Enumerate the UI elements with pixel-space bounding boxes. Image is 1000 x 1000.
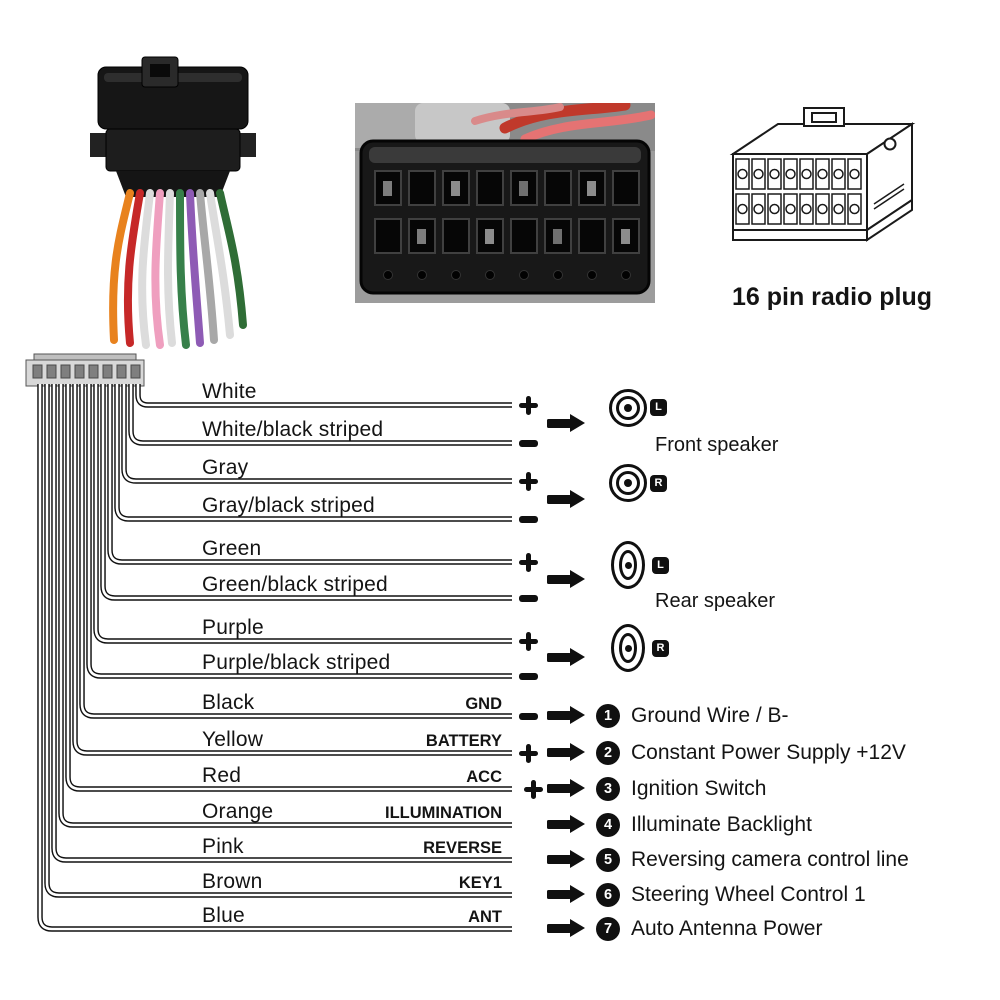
channel-badge: L xyxy=(652,557,669,574)
front-left-speaker-icon xyxy=(609,389,647,427)
function-number-2: 2 xyxy=(596,741,620,765)
wire-label-green: Green xyxy=(202,537,262,560)
wire-label-red: Red xyxy=(202,764,242,787)
channel-badge: L xyxy=(650,399,667,416)
arrow-icon xyxy=(547,849,585,868)
wire-label-gray-black: Gray/black striped xyxy=(202,494,375,517)
wire-tag-acc: ACC xyxy=(466,768,502,786)
wire-label-brown: Brown xyxy=(202,870,263,893)
function-number-4: 4 xyxy=(596,813,620,837)
wire-label-white-black: White/black striped xyxy=(202,418,384,441)
minus-icon xyxy=(519,595,538,602)
wire-label-purple-black: Purple/black striped xyxy=(202,651,391,674)
wire-tag-battery: BATTERY xyxy=(425,732,502,750)
wire-tag-reverse: REVERSE xyxy=(423,839,502,857)
wire-label-orange: Orange xyxy=(202,800,274,823)
arrow-icon xyxy=(547,778,585,797)
wire-label-purple: Purple xyxy=(202,616,264,639)
function-number-1: 1 xyxy=(596,704,620,728)
arrow-icon xyxy=(547,884,585,903)
wire-label-gray: Gray xyxy=(202,456,249,479)
function-number-5: 5 xyxy=(596,848,620,872)
arrow-icon xyxy=(547,647,585,666)
plus-icon xyxy=(519,744,538,763)
function-label-1: Ground Wire / B- xyxy=(631,704,789,727)
wire-label-black: Black xyxy=(202,691,255,714)
function-label-5: Reversing camera control line xyxy=(631,848,909,871)
channel-badge: R xyxy=(650,475,667,492)
wire-harness-connector-photo xyxy=(90,56,256,349)
wire-label-pink: Pink xyxy=(202,835,244,858)
minus-icon xyxy=(519,440,538,447)
arrow-icon xyxy=(547,489,585,508)
function-number-7: 7 xyxy=(596,917,620,941)
plus-icon xyxy=(524,780,543,799)
16-pin-connector-photo xyxy=(355,103,655,303)
wire-label-green-black: Green/black striped xyxy=(202,573,388,596)
rear-right-speaker-icon xyxy=(611,624,645,672)
front-right-speaker-icon xyxy=(609,464,647,502)
arrow-icon xyxy=(547,705,585,724)
function-label-3: Ignition Switch xyxy=(631,777,767,800)
arrow-icon xyxy=(547,742,585,761)
rear-speaker-label: Rear speaker xyxy=(655,590,776,612)
arrow-icon xyxy=(547,814,585,833)
plus-icon xyxy=(519,553,538,572)
16-pin-radio-plug-drawing xyxy=(729,107,916,242)
minus-icon xyxy=(519,713,538,720)
wire-label-blue: Blue xyxy=(202,904,245,927)
wire-tag-illumination: ILLUMINATION xyxy=(384,804,502,822)
plus-icon xyxy=(519,472,538,491)
function-label-4: Illuminate Backlight xyxy=(631,813,812,836)
plus-icon xyxy=(519,396,538,415)
function-number-3: 3 xyxy=(596,777,620,801)
function-label-2: Constant Power Supply +12V xyxy=(631,741,906,764)
plug-caption: 16 pin radio plug xyxy=(731,283,932,311)
function-number-6: 6 xyxy=(596,883,620,907)
arrow-icon xyxy=(547,413,585,432)
minus-icon xyxy=(519,516,538,523)
wire-label-white: White xyxy=(202,380,257,403)
wire-tag-key1: KEY1 xyxy=(458,874,502,892)
rear-left-speaker-icon xyxy=(611,541,645,589)
plus-icon xyxy=(519,632,538,651)
wire-tag-gnd: GND xyxy=(465,695,502,713)
function-label-7: Auto Antenna Power xyxy=(631,917,823,940)
minus-icon xyxy=(519,673,538,680)
arrow-icon xyxy=(547,918,585,937)
wire-label-yellow: Yellow xyxy=(202,728,264,751)
arrow-icon xyxy=(547,569,585,588)
function-label-6: Steering Wheel Control 1 xyxy=(631,883,866,906)
front-speaker-label: Front speaker xyxy=(655,434,779,456)
wire-tag-ant: ANT xyxy=(468,908,502,926)
channel-badge: R xyxy=(652,640,669,657)
